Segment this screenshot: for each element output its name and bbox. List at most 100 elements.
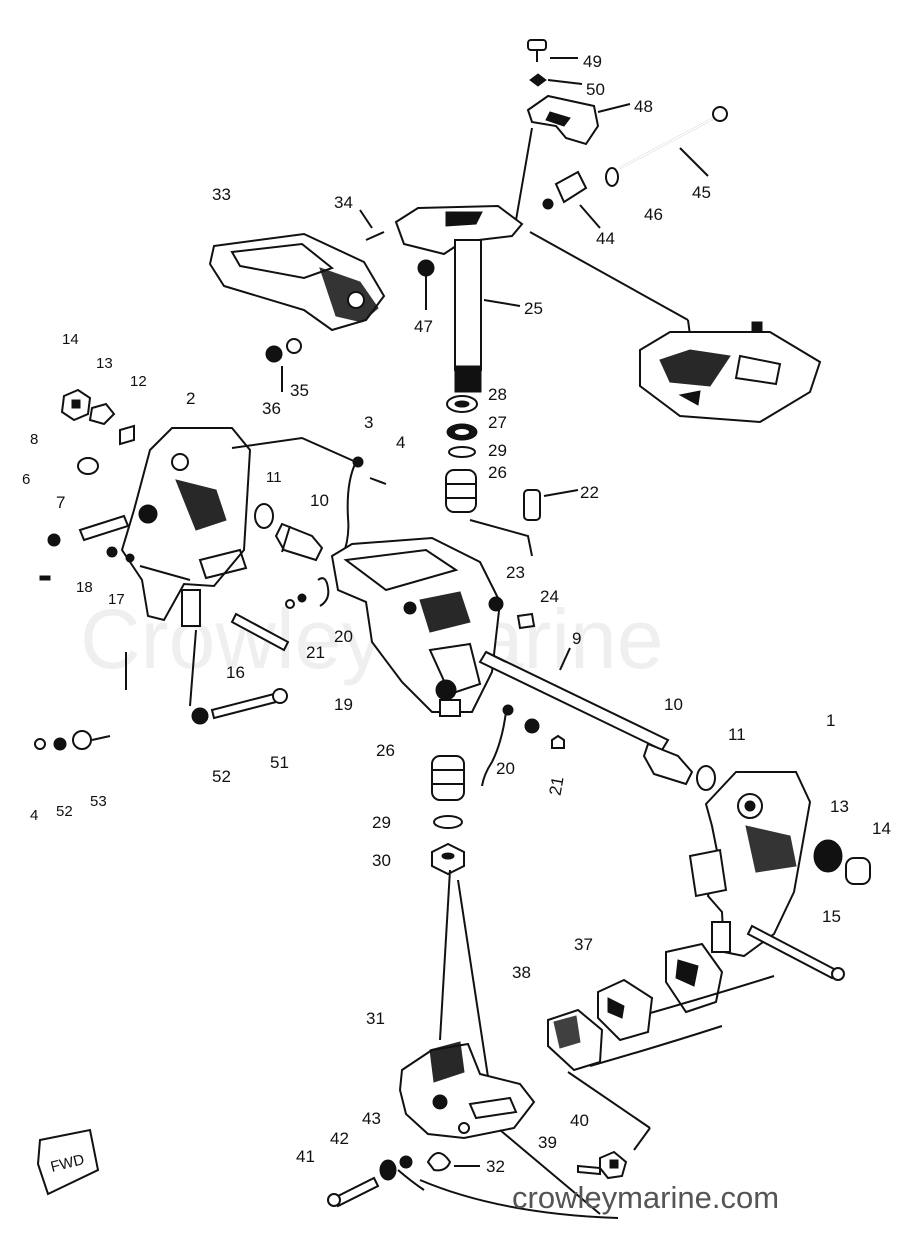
part-10a-bushing[interactable] (274, 522, 324, 562)
label-3: 3 (364, 413, 373, 432)
part-37-mount[interactable] (597, 978, 654, 1042)
label-21b: 21 (546, 775, 568, 797)
part-26b-bushing[interactable] (431, 755, 465, 801)
part-36-nut[interactable] (265, 345, 283, 392)
part-49-bolt[interactable] (527, 39, 578, 62)
fwd-logo-mark: FWD (36, 1128, 100, 1196)
part-28-washer[interactable] (446, 395, 478, 413)
part-41-bolt[interactable] (327, 1176, 380, 1208)
label-11a: 11 (266, 469, 282, 486)
label-52a: 52 (212, 767, 231, 786)
label-10b: 10 (664, 695, 683, 714)
part-13b-nut[interactable] (813, 839, 843, 873)
part-20b-fitting[interactable] (524, 718, 540, 734)
label-51: 51 (270, 753, 289, 772)
part-30-nut[interactable] (431, 842, 465, 876)
part-52a-nut[interactable] (191, 707, 209, 725)
label-15: 15 (822, 907, 841, 926)
part-12-washer[interactable] (88, 402, 135, 446)
part-20a-clip[interactable] (285, 577, 330, 609)
part-1-clamp-bracket-right[interactable] (688, 771, 812, 958)
label-42: 42 (330, 1129, 349, 1148)
part-29b-oring[interactable] (433, 815, 463, 829)
part-44-pivot[interactable] (542, 170, 601, 229)
part-labels: 49 50 48 45 46 44 33 34 25 47 14 13 12 2… (22, 52, 891, 1176)
label-18: 18 (76, 579, 93, 596)
label-38: 38 (512, 963, 531, 982)
part-14b-cap[interactable] (845, 857, 871, 885)
part-32-clip[interactable] (426, 1152, 480, 1172)
label-16: 16 (226, 663, 245, 682)
part-21b-fitting[interactable] (551, 734, 565, 749)
part-50-washer[interactable] (529, 73, 583, 87)
label-29b: 29 (372, 813, 391, 832)
part-24-bolt[interactable] (516, 612, 536, 630)
part-23-nut[interactable] (488, 596, 504, 612)
part-mount-frame (639, 942, 775, 1017)
part-10b-bushing[interactable] (642, 742, 694, 786)
site-url[interactable]: crowleymarine.com (512, 1180, 779, 1215)
part-13a-nut[interactable] (60, 388, 92, 422)
label-30: 30 (372, 851, 391, 870)
label-45: 45 (692, 183, 711, 202)
part-4a-bolt[interactable] (369, 477, 387, 485)
label-20b: 20 (496, 759, 515, 778)
label-44: 44 (596, 229, 615, 248)
label-29a: 29 (488, 441, 507, 460)
part-39-bolt[interactable] (577, 1164, 601, 1176)
part-35-washer[interactable] (286, 338, 302, 354)
label-47: 47 (414, 317, 433, 336)
part-34-pin[interactable] (359, 209, 385, 241)
label-1: 1 (826, 711, 835, 730)
part-45-long-bolt[interactable] (619, 106, 728, 177)
label-23: 23 (506, 563, 525, 582)
part-26-bushing[interactable] (445, 469, 477, 513)
part-40-nut[interactable] (599, 1150, 628, 1180)
label-49: 49 (583, 52, 602, 71)
label-27: 27 (488, 413, 507, 432)
part-53-washers-left[interactable] (34, 730, 111, 751)
label-28: 28 (488, 385, 507, 404)
label-32: 32 (486, 1157, 505, 1176)
part-7-bolt[interactable] (78, 504, 158, 542)
label-48: 48 (634, 97, 653, 116)
part-19-swivel-bracket[interactable] (330, 536, 502, 717)
label-40: 40 (570, 1111, 589, 1130)
part-16-pin[interactable] (230, 612, 290, 652)
part-11b-washer[interactable] (696, 765, 716, 791)
label-24: 24 (540, 587, 559, 606)
part-51-bolt[interactable] (210, 688, 288, 720)
part-27-seal[interactable] (446, 423, 478, 441)
part-cable-lower[interactable] (481, 704, 514, 787)
label-17: 17 (108, 591, 125, 608)
part-small-left-parts[interactable] (39, 533, 135, 581)
part-29-oring[interactable] (448, 446, 476, 458)
label-26a: 26 (488, 463, 507, 482)
part-11a-washer[interactable] (254, 503, 274, 529)
label-11b: 11 (728, 725, 746, 744)
part-8-cap[interactable] (77, 457, 99, 475)
part-22-block[interactable] (523, 489, 579, 521)
part-steering-arm-upper[interactable] (394, 204, 524, 256)
part-31-lower-mount[interactable] (398, 1041, 536, 1140)
part-43-nut[interactable] (397, 1155, 425, 1191)
label-14b: 14 (872, 819, 891, 838)
part-38-mount[interactable] (547, 1008, 604, 1072)
label-21a: 21 (306, 643, 325, 662)
part-15-bolt[interactable] (746, 924, 845, 981)
part-2-clamp-bracket-left[interactable] (120, 427, 252, 627)
part-25-steering-shaft[interactable] (454, 239, 521, 393)
label-20a: 20 (334, 627, 353, 646)
part-46-washer[interactable] (605, 167, 619, 187)
part-42-washer[interactable] (379, 1159, 397, 1181)
part-3-cable[interactable] (341, 456, 364, 559)
label-10a: 10 (310, 491, 329, 510)
label-26b: 26 (376, 741, 395, 760)
label-22: 22 (580, 483, 599, 502)
part-33-bracket[interactable] (208, 232, 386, 332)
part-upper-bracket-detail (639, 321, 822, 424)
part-48-clamp[interactable] (526, 94, 631, 146)
part-47-nut[interactable] (417, 259, 435, 310)
label-13b: 13 (830, 797, 849, 816)
label-35: 35 (290, 381, 309, 400)
